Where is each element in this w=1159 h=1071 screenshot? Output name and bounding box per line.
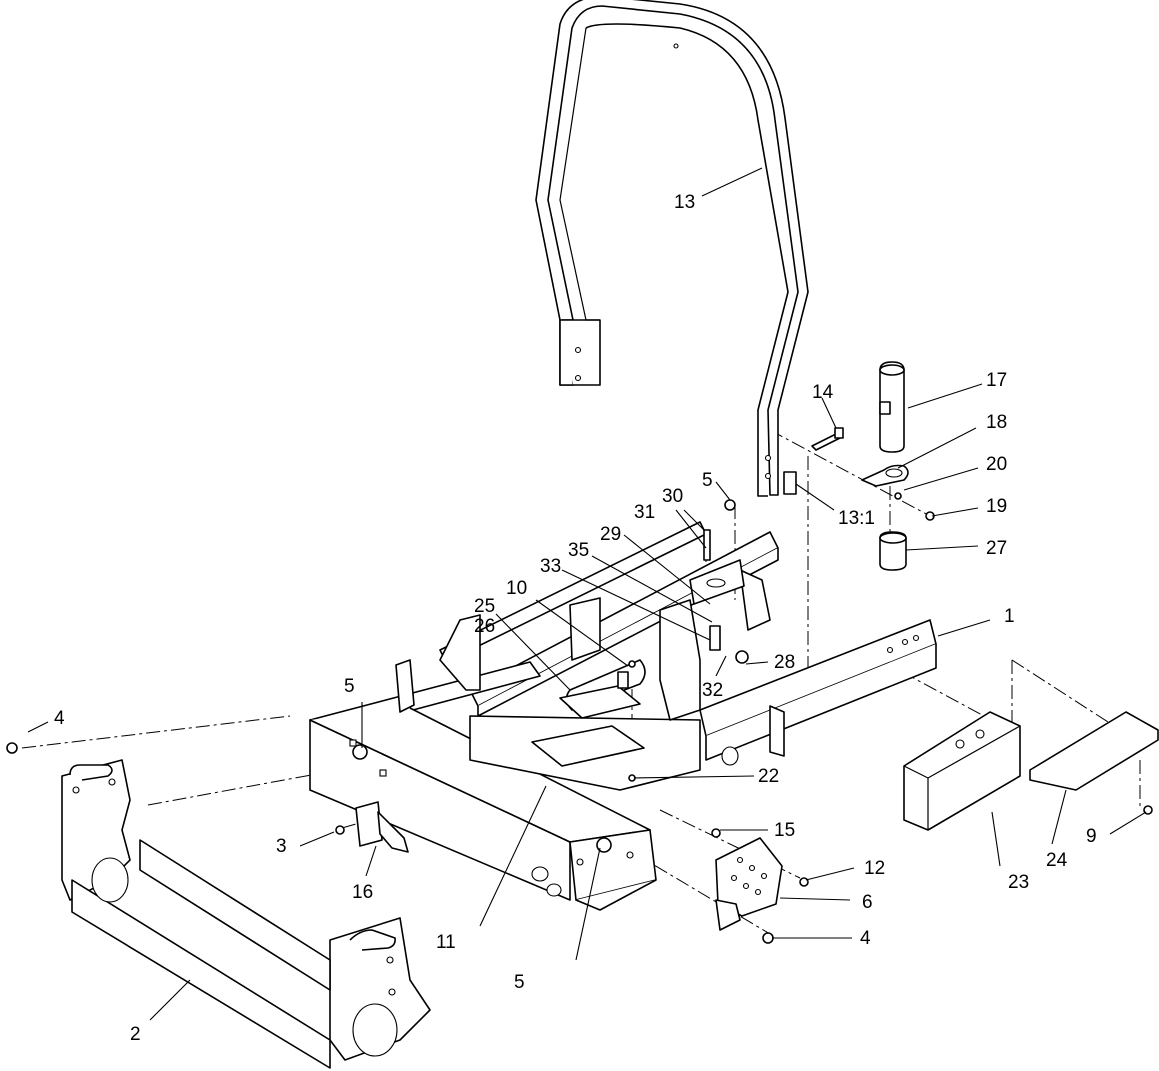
callout-19: 19 [986, 496, 1007, 517]
callout-13: 13 [674, 192, 695, 213]
callout-27: 27 [986, 538, 1007, 559]
callout-1: 1 [1004, 606, 1015, 627]
callout-18: 18 [986, 412, 1007, 433]
callout-22: 22 [758, 766, 779, 787]
callout-3: 3 [276, 836, 287, 857]
callout-6: 6 [862, 892, 873, 913]
seat-pads [531, 685, 645, 767]
callout-32: 32 [702, 680, 723, 701]
callout-29: 29 [600, 524, 621, 545]
storage-tray [6, 711, 1159, 831]
callout-28: 28 [774, 652, 795, 673]
rops-bar [535, 0, 809, 497]
chassis-frame [309, 521, 937, 911]
callout-31: 31 [634, 502, 655, 523]
callout-23: 23 [1008, 872, 1029, 893]
step-plate [715, 837, 809, 944]
callout-20: 20 [986, 454, 1007, 475]
callout-25: 25 [474, 596, 495, 617]
callout-4-rear: 4 [54, 708, 65, 729]
callout-33: 33 [540, 556, 561, 577]
callout-24: 24 [1046, 850, 1068, 871]
hitch-pin-assembly [811, 361, 935, 571]
callout-9: 9 [1086, 826, 1097, 847]
callout-13-1: 13:1 [838, 508, 875, 529]
callout-5-front: 5 [514, 972, 525, 993]
callout-12: 12 [864, 858, 885, 879]
callout-14: 14 [812, 382, 834, 403]
callout-16: 16 [352, 882, 373, 903]
bracket-16 [355, 801, 409, 853]
callout-5-top: 5 [702, 470, 713, 491]
callout-labels: 1 2 3 4 4 5 5 5 6 9 10 11 12 13 13:1 14 … [54, 192, 1097, 1045]
hardware-center [335, 499, 749, 853]
callout-26: 26 [474, 616, 495, 637]
callout-30: 30 [662, 486, 683, 507]
callout-11: 11 [436, 932, 456, 953]
leader-lines [27, 167, 1147, 1021]
callout-5-left: 5 [344, 676, 355, 697]
callout-17: 17 [986, 370, 1007, 391]
callout-15: 15 [774, 820, 795, 841]
callout-4-step: 4 [860, 928, 871, 949]
callout-10: 10 [506, 578, 527, 599]
callout-35: 35 [568, 540, 589, 561]
rear-bracket-assembly [61, 759, 431, 1069]
callout-2: 2 [130, 1024, 141, 1045]
